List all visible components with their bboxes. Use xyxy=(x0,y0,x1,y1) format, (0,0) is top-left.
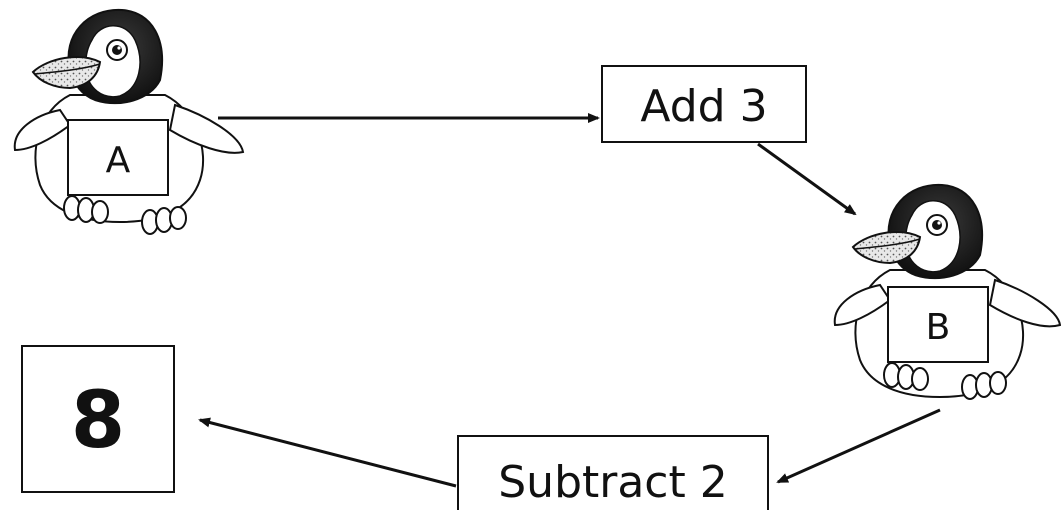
arrow-add-to-b xyxy=(757,142,857,216)
operation-subtract-box: Subtract 2 xyxy=(457,435,769,510)
arrow-subtract-to-result xyxy=(198,417,457,488)
penguin-b: B xyxy=(833,183,1061,400)
penguin-a-card xyxy=(67,119,169,196)
result-value: 8 xyxy=(71,376,125,466)
penguin-b-label: B xyxy=(926,307,951,348)
operation-add-box: Add 3 xyxy=(601,65,807,143)
penguin-b-card xyxy=(887,286,989,363)
penguin-a: A xyxy=(13,8,245,235)
arrow-b-to-subtract xyxy=(776,408,941,484)
operation-subtract-label: Subtract 2 xyxy=(498,457,727,508)
penguin-a-label: A xyxy=(106,140,131,181)
operation-add-label: Add 3 xyxy=(640,81,767,132)
result-box: 8 xyxy=(21,345,175,493)
